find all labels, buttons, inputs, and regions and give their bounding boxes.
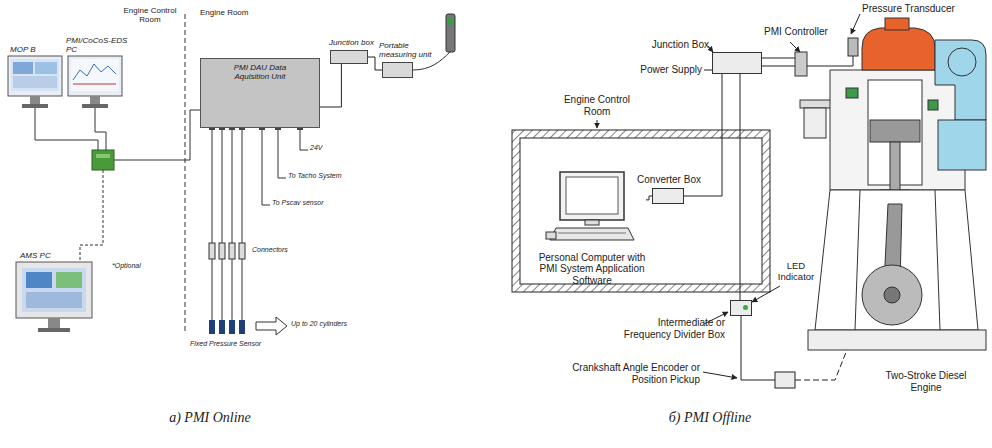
node-text: MOP B [10,45,62,54]
node-text: Intermediate or Frequency Divider Box [609,317,725,340]
converter-module [92,150,114,170]
label-text: Engine Control Room [118,6,182,24]
label-text: LED Indicator [771,261,821,283]
label-text: Connectors [252,246,312,254]
diesel-engine [795,18,986,350]
monitor-pmi-pc [68,56,122,108]
dau-box: PMI DAU Data Aquisition Unit [200,58,320,128]
computer-node: Personal Computer with PMI System Applic… [538,168,646,286]
pressure-sensors [209,320,245,334]
figure-caption: б) PMI Offline [630,410,790,426]
converter-wires [35,108,200,262]
figure-caption: a) PMI Online [130,410,290,426]
junction-box: Junction box [330,50,368,64]
label-text: To Tacho System [288,172,368,180]
label-text: 24V [310,144,340,152]
node-text: AMS PC [20,251,70,260]
crankshaft-encoder [775,372,795,388]
divider-box: Intermediate or Frequency Divider Box [730,300,752,316]
node-text: Portable measuring unit [379,41,441,59]
node-text: PMI DAU Data Aquisition Unit [224,63,296,81]
label-text: Crankshaft Angle Encoder or Position Pic… [540,362,700,385]
monitor-label: PMI/CoCoS-EDS PC [66,30,128,54]
node-text: Junction Box [639,39,709,51]
node-text: Junction box [329,38,377,47]
label-text: Engine Room [200,8,280,17]
label-text: Up to 20 cylinders [291,320,381,328]
label-text: Two-Stroke Diesel Engine [870,370,982,393]
monitor-label: MOP B [10,42,62,54]
monitor-ams-pc [16,262,92,332]
label-text: To Pscav sensor [272,199,352,207]
cable-connectors [209,243,245,259]
converter-box: Converter Box [652,188,684,204]
room-divider [185,14,186,332]
connector-line [739,74,740,300]
portable-unit: Portable measuring unit [382,62,413,78]
junction-box: Junction Box [712,52,762,74]
monitor-mop-b [8,56,62,108]
node-text: Personal Computer with PMI System Applic… [538,252,646,287]
monitor-label: AMS PC [20,248,70,260]
label-text: *Optional [112,262,162,270]
connector-line [320,64,341,107]
label-text: Pressure Transducer [862,3,986,15]
dau-wires [212,128,308,320]
label-text: Power Supply [630,64,702,76]
control-room-wall [512,130,770,292]
portable-probe [413,14,455,70]
label-text: Fixed Pressure Sensor [190,340,290,348]
label-text: PMI Controller [764,26,844,38]
node-text: Converter Box [629,174,709,186]
computer-icon [546,172,634,240]
label-text: Engine Control Room [552,94,642,117]
node-text: PMI/CoCoS-EDS PC [66,36,128,54]
hollow-arrow [256,317,287,335]
